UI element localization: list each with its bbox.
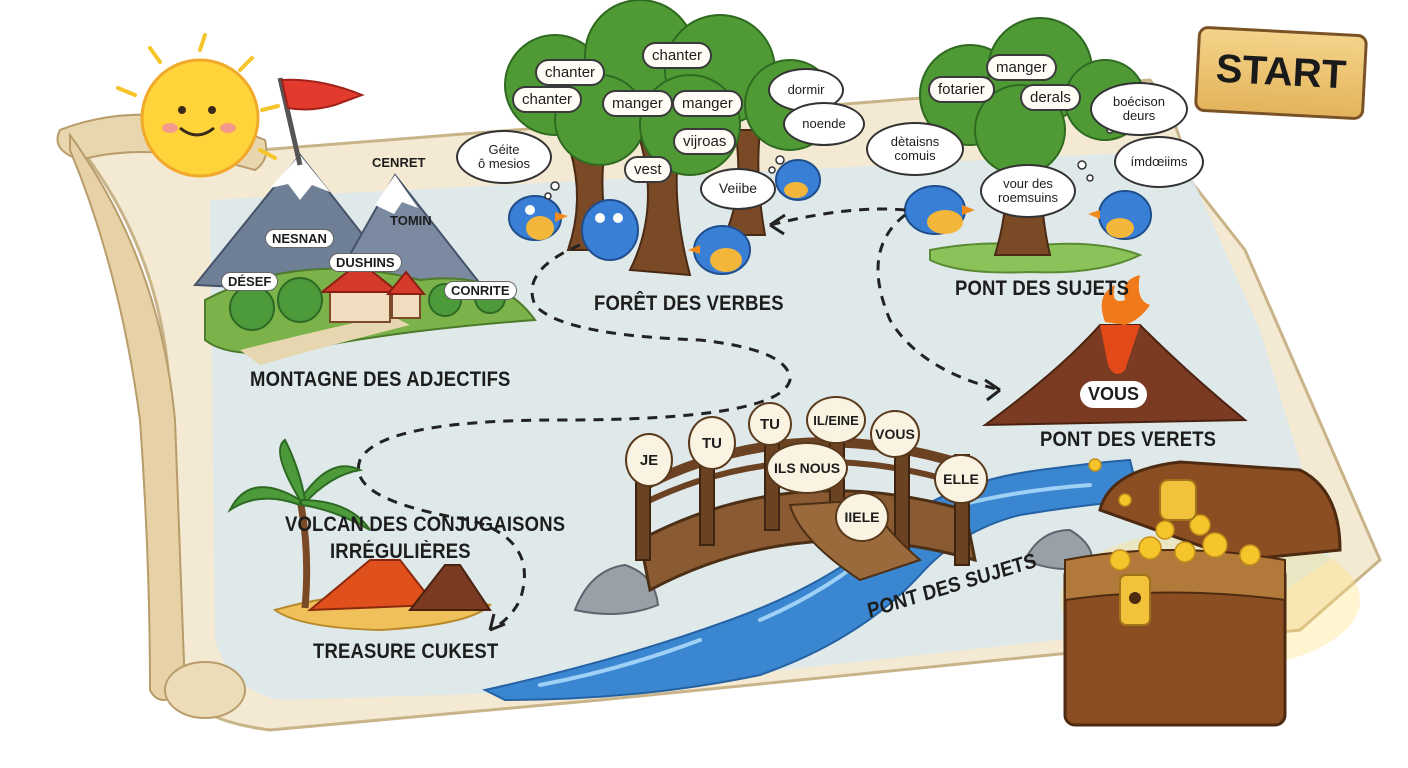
mountain-tag[interactable]: TOMIN xyxy=(390,213,432,228)
mountain-tag[interactable]: CONRITE xyxy=(445,282,516,299)
bird-icon xyxy=(508,195,568,241)
region-title-treasure[interactable]: TREASURE CUKEST xyxy=(313,640,499,663)
verb-word[interactable]: chanter xyxy=(642,42,713,69)
subject-thought-bubble[interactable]: ímdœiims xyxy=(1114,136,1204,188)
rocks xyxy=(573,528,1094,615)
verb-word[interactable]: vest xyxy=(624,156,672,183)
bridge-sign[interactable]: IIELE xyxy=(835,492,889,542)
bird-icon xyxy=(904,185,975,235)
bridge-sign[interactable]: ELLE xyxy=(934,454,988,504)
verb-word[interactable]: chanter xyxy=(512,86,583,113)
verb-word[interactable]: vijroas xyxy=(673,128,737,155)
start-button[interactable]: START xyxy=(1193,25,1369,121)
bird-icon xyxy=(581,199,639,261)
village-houses xyxy=(319,260,427,323)
region-title-verets-bridge[interactable]: PONT DES VERETS xyxy=(1040,428,1217,451)
region-title-subjects-bridge-top[interactable]: PONT DES SUJETS xyxy=(955,277,1130,300)
bird-icon xyxy=(688,225,751,275)
subject-word[interactable]: fotarier xyxy=(928,76,995,103)
dashed-path-right xyxy=(876,213,1001,392)
bridge-sign[interactable]: ILS NOUS xyxy=(766,442,848,494)
path-arrow-head xyxy=(488,613,506,632)
start-label: START xyxy=(1214,46,1348,98)
mountain-tag[interactable]: DÉSEF xyxy=(222,273,278,290)
subject-thought-bubble[interactable]: vour des roemsuins xyxy=(980,164,1076,218)
verb-word[interactable]: noende xyxy=(783,102,865,146)
bird-icon xyxy=(775,159,821,201)
sun-icon xyxy=(116,33,280,178)
bridge-sign[interactable]: TU xyxy=(688,416,736,470)
verb-word[interactable]: chanter xyxy=(535,59,606,86)
verb-word[interactable]: Veiibe xyxy=(700,168,776,210)
path-arrow-head xyxy=(769,213,786,236)
verb-word[interactable]: manger xyxy=(602,90,673,117)
flag-icon xyxy=(277,77,365,166)
palm-island xyxy=(227,438,492,632)
bridge-sign[interactable]: TU xyxy=(748,402,792,446)
bridge-sign[interactable]: IL/EINE xyxy=(806,396,866,444)
verb-word[interactable]: manger xyxy=(672,90,743,117)
path-arrow-head xyxy=(984,378,1001,402)
region-title-volcano-line1[interactable]: VOLCAN DES CONJUGAISONS xyxy=(285,513,566,536)
dashed-path-upper xyxy=(769,207,906,227)
region-title-forest[interactable]: FORÊT DES VERBES xyxy=(594,292,784,315)
volcano-word[interactable]: VOUS xyxy=(1080,381,1148,408)
forest-thought-bubble[interactable]: Géite ô mesios xyxy=(456,130,552,184)
mountain-tag[interactable]: CENRET xyxy=(372,155,426,170)
bridge-sign[interactable]: JE xyxy=(625,433,673,487)
subject-thought-bubble[interactable]: boécison deurs xyxy=(1090,82,1188,136)
treasure-chest-icon xyxy=(1060,458,1360,727)
subject-word[interactable]: derals xyxy=(1020,84,1081,111)
volcano-right xyxy=(981,275,1248,427)
region-title-volcano-line2[interactable]: IRRÉGULIÈRES xyxy=(330,540,471,563)
dashed-path xyxy=(357,243,792,632)
scroll-curl-bottom xyxy=(164,661,246,719)
mountain-tag[interactable]: DUSHINS xyxy=(330,254,401,271)
scroll-roll-left xyxy=(69,131,187,701)
bridge-sign[interactable]: VOUS xyxy=(870,410,920,458)
mountain-tag[interactable]: NESNAN xyxy=(266,230,333,247)
subject-thought-bubble[interactable]: dètaisns comuis xyxy=(866,122,964,176)
region-title-mountain[interactable]: MONTAGNE DES ADJECTIFS xyxy=(250,368,511,391)
bird-icons xyxy=(508,159,1152,275)
subject-word[interactable]: manger xyxy=(986,54,1057,81)
bird-icon xyxy=(1088,190,1152,240)
